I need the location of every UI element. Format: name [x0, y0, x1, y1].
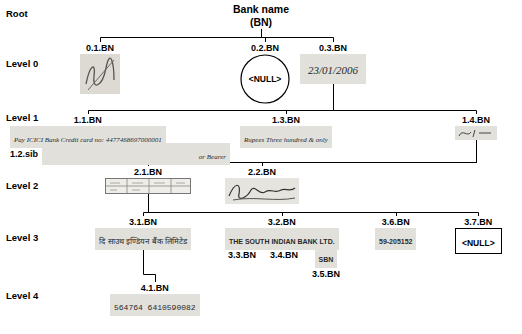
segment-label: 3.6.BN	[382, 216, 410, 228]
image-segment: 0.1.BN	[80, 42, 120, 94]
segment-label: 3.4.BN	[270, 249, 298, 261]
null-text: <NULL>	[249, 74, 282, 84]
tree-connector	[144, 194, 149, 216]
null-box: 3.7.BN <NULL>	[455, 216, 502, 254]
null-box-shape: <NULL>	[455, 228, 502, 254]
tree-connector	[144, 250, 156, 282]
level-label: Level 1	[6, 112, 38, 124]
image-segment: 1.2.sib or Bearer	[10, 143, 230, 165]
image-segment: 1.4.BN	[455, 114, 497, 140]
tree-connector	[287, 84, 334, 114]
image-segment: 3.5.BN SBN	[312, 246, 340, 280]
segment-label: 2.1.BN	[134, 166, 162, 178]
scan-strip: Rupees Three hundred & only	[240, 126, 332, 148]
segment-label: 3.7.BN	[464, 216, 492, 228]
image-segment: 2.2.BN	[225, 166, 299, 204]
scan-image	[455, 126, 497, 140]
segment-label: 3.2.BN	[268, 216, 296, 228]
segment-label: 1.4.BN	[462, 114, 490, 126]
scan-strip: 59-205152	[375, 228, 416, 250]
tree-connector	[149, 194, 479, 216]
image-segment: 3.1.BN दि साउथ इण्डियन बैंक लिमिटेड	[95, 216, 191, 250]
scan-image	[80, 54, 120, 94]
scanned-text: Rupees Three hundred & only	[244, 136, 328, 144]
amount-crop	[455, 126, 497, 140]
segment-label: 0.3.BN	[319, 42, 347, 54]
level-label: Level 4	[6, 290, 38, 302]
image-segment: 2.1.BN	[105, 166, 191, 194]
scan-strip: 564764 6410590082	[110, 294, 200, 316]
segment-label: 2.2.BN	[248, 166, 276, 178]
scan-strip: दि साउथ इण्डियन बैंक लिमिटेड	[95, 228, 191, 250]
scanned-text: 564764 6410590082	[114, 303, 196, 312]
scan-image	[105, 178, 191, 194]
segment-label: 1.1.BN	[74, 114, 102, 126]
image-segment: 3.6.BN 59-205152	[375, 216, 416, 250]
segment-label: 0.2.BN	[251, 42, 279, 54]
image-segment: 3.2.BN THE SOUTH INDIAN BANK LTD.	[225, 216, 339, 250]
scanned-text: दि साउथ इण्डियन बैंक लिमिटेड	[99, 237, 187, 246]
segment-label: 3.1.BN	[129, 216, 157, 228]
segment-label: 1.2.sib	[10, 148, 38, 160]
tree-connector	[262, 29, 334, 42]
scan-image	[225, 178, 299, 204]
tree-connector	[262, 29, 266, 42]
circle-outline	[241, 55, 289, 103]
level-label: Root	[6, 8, 28, 20]
null-text: <NULL>	[462, 238, 495, 248]
image-segment: 1.3.BN Rupees Three hundred & only	[240, 114, 332, 148]
table-crop	[106, 179, 191, 194]
level-label: Level 2	[6, 180, 38, 192]
image-segment: 4.1.BN 564764 6410590082	[110, 282, 200, 316]
null-circle: 0.2.BN <NULL>	[240, 42, 290, 104]
scanned-text: or Bearer	[199, 153, 226, 161]
tree-connector	[101, 29, 262, 42]
segment-label: 4.1.BN	[141, 282, 169, 294]
segment-label: 0.1.BN	[86, 42, 114, 54]
scanned-text: 23/01/2006	[308, 64, 358, 76]
segment-label: 1.3.BN	[272, 114, 300, 126]
segment-label: 3.5.BN	[312, 268, 340, 280]
tree-connector	[334, 84, 477, 114]
scanned-text: SBN	[319, 256, 334, 263]
scanned-text: 59-205152	[379, 238, 412, 245]
handwriting-crop	[80, 54, 120, 94]
image-segment: 0.3.BN 23/01/2006	[300, 42, 366, 84]
signature-crop	[225, 178, 299, 204]
tree-connector	[89, 84, 334, 114]
scan-strip: or Bearer	[42, 143, 230, 165]
scan-strip: SBN	[315, 246, 338, 268]
root-node: Bank name (BN)	[229, 3, 293, 29]
null-circle-shape: <NULL>	[240, 54, 290, 104]
scan-strip: 23/01/2006	[300, 54, 366, 84]
root-label: Bank name (BN)	[229, 3, 293, 29]
level-label: Level 0	[6, 58, 38, 70]
segment-label: 3.3.BN	[228, 249, 256, 261]
level-label: Level 3	[6, 232, 38, 244]
scanned-text: THE SOUTH INDIAN BANK LTD.	[229, 238, 335, 245]
